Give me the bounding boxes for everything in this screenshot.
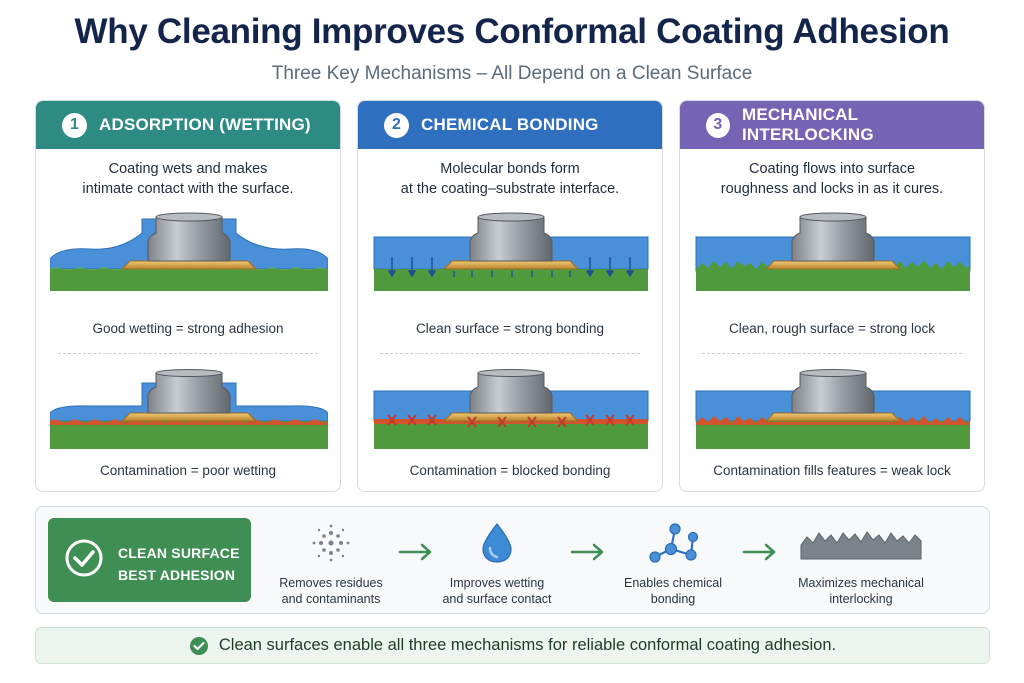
panel-title: ADSORPTION (WETTING) [99, 115, 311, 134]
strong-bonding-illustration [373, 212, 649, 291]
blocked-bonding-illustration [373, 369, 649, 449]
step-label: Removes residues and contaminants [256, 575, 406, 607]
description-line: intimate contact with the surface. [82, 181, 294, 197]
description-line: Coating flows into surface [748, 161, 916, 177]
description-line: roughness and locks in as it cures. [720, 181, 944, 197]
particles-icon [312, 524, 350, 562]
step-label-line: Improves wetting [449, 576, 545, 590]
step-label-line: Enables chemical [624, 576, 722, 590]
arrow-right-icon [742, 543, 776, 561]
check-circle-icon [65, 539, 103, 577]
check-circle-icon [189, 636, 208, 655]
strong-lock-illustration [695, 212, 971, 291]
step-number-badge: 3 [706, 112, 730, 138]
weak-lock-illustration [695, 369, 971, 449]
step-number-badge: 1 [62, 112, 87, 138]
molecule-icon [649, 523, 699, 563]
panel-description: Coating wets and makes intimate contact … [36, 159, 340, 199]
droplet-icon [482, 523, 512, 563]
panel-header: 1 ADSORPTION (WETTING) [36, 101, 340, 149]
divider [380, 353, 640, 354]
panel-mechanical-interlocking: 3 MECHANICAL INTERLOCKING Coating flows … [679, 100, 985, 492]
conclusion-banner: Clean surfaces enable all three mechanis… [35, 627, 990, 664]
step-enables-bonding: Enables chemical bonding [598, 521, 748, 611]
step-label-line: Removes residues [279, 576, 383, 590]
good-caption: Good wetting = strong adhesion [92, 321, 284, 336]
step-maximizes-interlocking: Maximizes mechanical interlocking [786, 521, 936, 611]
clean-surface-badge: CLEAN SURFACE BEST ADHESION [48, 518, 251, 602]
panel-description: Coating flows into surface roughness and… [680, 159, 984, 199]
bad-caption: Contamination fills features = weak lock [713, 463, 951, 478]
step-label-line: Maximizes mechanical [798, 576, 924, 590]
step-removes-residues: Removes residues and contaminants [256, 521, 406, 611]
panel-header: 2 CHEMICAL BONDING [358, 101, 662, 149]
page-title: Why Cleaning Improves Conformal Coating … [74, 12, 950, 51]
panel-title: MECHANICAL INTERLOCKING [741, 105, 874, 144]
step-label-line: and surface contact [442, 592, 552, 606]
badge-line: CLEAN SURFACE [118, 545, 240, 561]
panel-description: Molecular bonds form at the coating–subs… [358, 159, 662, 199]
badge-line: BEST ADHESION [118, 567, 236, 583]
step-label: Improves wetting and surface contact [422, 575, 572, 607]
step-label: Enables chemical bonding [598, 575, 748, 607]
badge-text: CLEAN SURFACE BEST ADHESION [118, 542, 240, 586]
divider [702, 353, 962, 354]
description-line: Coating wets and makes [108, 161, 268, 177]
bad-caption: Contamination = blocked bonding [409, 463, 611, 478]
step-improves-wetting: Improves wetting and surface contact [422, 521, 572, 611]
divider [58, 353, 318, 354]
arrow-right-icon [398, 543, 432, 561]
rough-surface-icon [800, 531, 922, 560]
panel-title: CHEMICAL BONDING [421, 115, 599, 134]
summary-strip: CLEAN SURFACE BEST ADHESION Removes resi… [35, 506, 990, 614]
step-number-badge: 2 [384, 112, 409, 138]
good-caption: Clean surface = strong bonding [416, 321, 604, 336]
step-label-line: interlocking [829, 592, 893, 606]
good-caption: Clean, rough surface = strong lock [729, 321, 935, 336]
step-label: Maximizes mechanical interlocking [786, 575, 936, 607]
panel-adsorption: 1 ADSORPTION (WETTING) Coating wets and … [35, 100, 341, 492]
panel-header: 3 MECHANICAL INTERLOCKING [680, 101, 984, 149]
arrow-right-icon [570, 543, 604, 561]
page-subtitle: Three Key Mechanisms – All Depend on a C… [271, 63, 753, 84]
conclusion-text: Clean surfaces enable all three mechanis… [218, 636, 837, 654]
good-wetting-illustration [50, 212, 328, 291]
step-label-line: and contaminants [281, 592, 381, 606]
step-label-line: bonding [650, 592, 696, 606]
bad-caption: Contamination = poor wetting [100, 463, 276, 478]
description-line: at the coating–substrate interface. [400, 181, 620, 197]
panel-chemical-bonding: 2 CHEMICAL BONDING Molecular bonds form … [357, 100, 663, 492]
description-line: Molecular bonds form [440, 161, 580, 177]
poor-wetting-illustration [50, 369, 328, 449]
